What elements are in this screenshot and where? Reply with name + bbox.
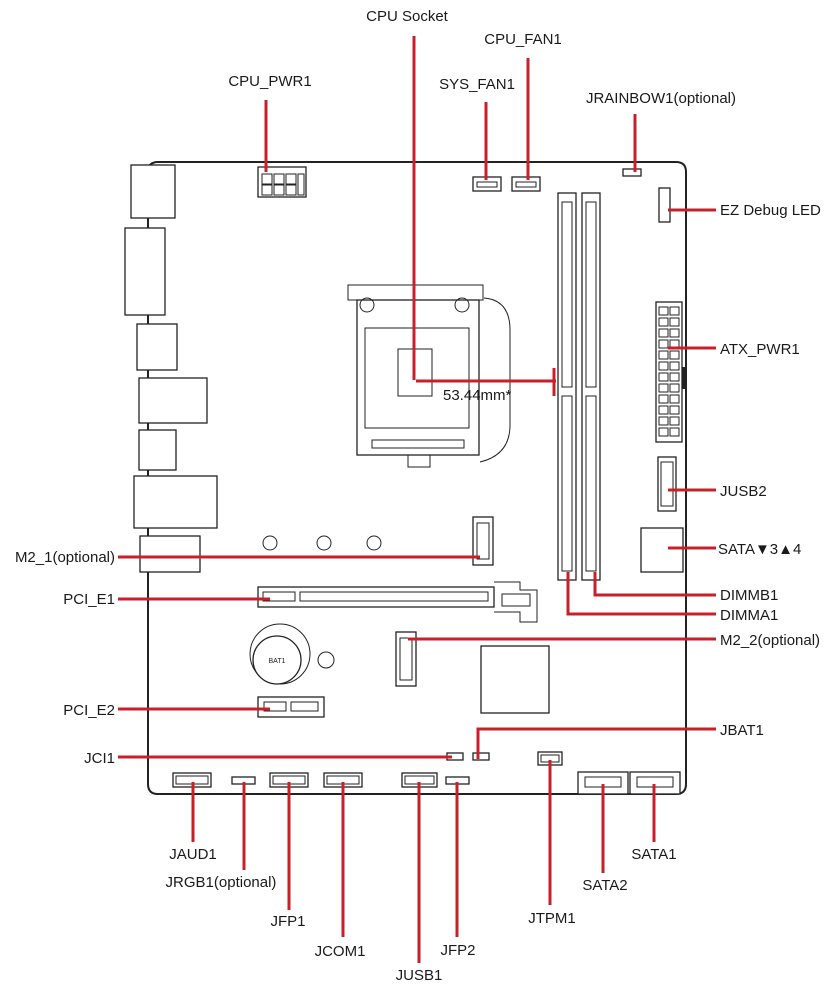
board-outline	[147, 161, 687, 795]
chipset	[480, 645, 550, 714]
label-cpu-pwr1: CPU_PWR1	[228, 73, 311, 90]
label-m2-1: M2_1(optional)	[15, 549, 115, 566]
label-pci-e1: PCI_E1	[63, 591, 115, 608]
cpu-socket-drawing	[347, 284, 511, 468]
label-ez-debug-led: EZ Debug LED	[720, 202, 821, 219]
label-jusb1: JUSB1	[396, 967, 443, 984]
label-jfp2: JFP2	[440, 942, 475, 959]
label-jtpm1: JTPM1	[528, 910, 576, 927]
label-jusb2: JUSB2	[720, 483, 767, 500]
label-dimmb1: DIMMB1	[720, 587, 778, 604]
label-pci-e2: PCI_E2	[63, 702, 115, 719]
label-m2-2: M2_2(optional)	[720, 632, 820, 649]
dimm-slots	[557, 192, 601, 581]
battery-label: BAT1	[269, 658, 286, 665]
jrainbow-header	[622, 168, 642, 177]
sata34-connector	[640, 527, 684, 573]
label-sata1: SATA1	[631, 846, 676, 863]
label-sata34: SATA▼3▲4	[718, 541, 801, 558]
jusb2-header	[657, 456, 677, 512]
atx-power-connector	[655, 301, 686, 443]
label-jrainbow1: JRAINBOW1(optional)	[586, 90, 736, 107]
m2-1-slot	[262, 516, 494, 566]
jbat1-header	[472, 752, 490, 761]
label-cpu-fan1: CPU_FAN1	[484, 31, 562, 48]
m2-2-slot	[395, 631, 417, 687]
pci-e1-slot	[257, 581, 538, 623]
label-jcom1: JCOM1	[315, 943, 366, 960]
label-sata2: SATA2	[582, 877, 627, 894]
measurement-label: 53.44mm*	[443, 387, 512, 404]
callout-labels: CPU Socket CPU_FAN1 CPU_PWR1 SYS_FAN1 JR…	[15, 8, 821, 984]
label-jfp1: JFP1	[270, 913, 305, 930]
label-jbat1: JBAT1	[720, 722, 764, 739]
rear-io-panel	[124, 164, 218, 573]
label-jrgb1: JRGB1(optional)	[166, 874, 277, 891]
pci-e2-slot	[257, 696, 325, 718]
cpu-fan-header	[511, 176, 541, 192]
label-jaud1: JAUD1	[169, 846, 217, 863]
battery: BAT1	[249, 623, 335, 685]
callout-lines	[118, 36, 716, 963]
label-cpu-socket: CPU Socket	[366, 8, 449, 25]
label-atx-pwr1: ATX_PWR1	[720, 341, 800, 358]
label-sys-fan1: SYS_FAN1	[439, 76, 515, 93]
label-dimma1: DIMMA1	[720, 607, 778, 624]
label-jci1: JCI1	[84, 750, 115, 767]
ez-debug-led-block	[658, 187, 671, 223]
